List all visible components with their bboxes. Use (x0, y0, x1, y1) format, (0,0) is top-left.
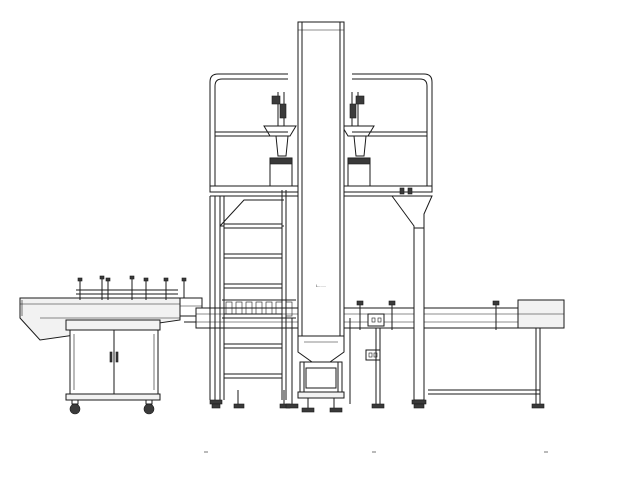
bottom-hopper (285, 318, 351, 413)
central-column: L-...... (297, 21, 345, 337)
left-filler-unit (263, 92, 297, 187)
access-ladder (219, 190, 291, 409)
caster-wheel (69, 399, 155, 415)
column-label: L-...... (316, 283, 326, 288)
main-conveyor (195, 299, 565, 409)
guide-post (77, 275, 187, 300)
right-filler-unit (341, 92, 375, 187)
control-cabinet (65, 319, 161, 415)
infeed-conveyor (19, 275, 218, 341)
